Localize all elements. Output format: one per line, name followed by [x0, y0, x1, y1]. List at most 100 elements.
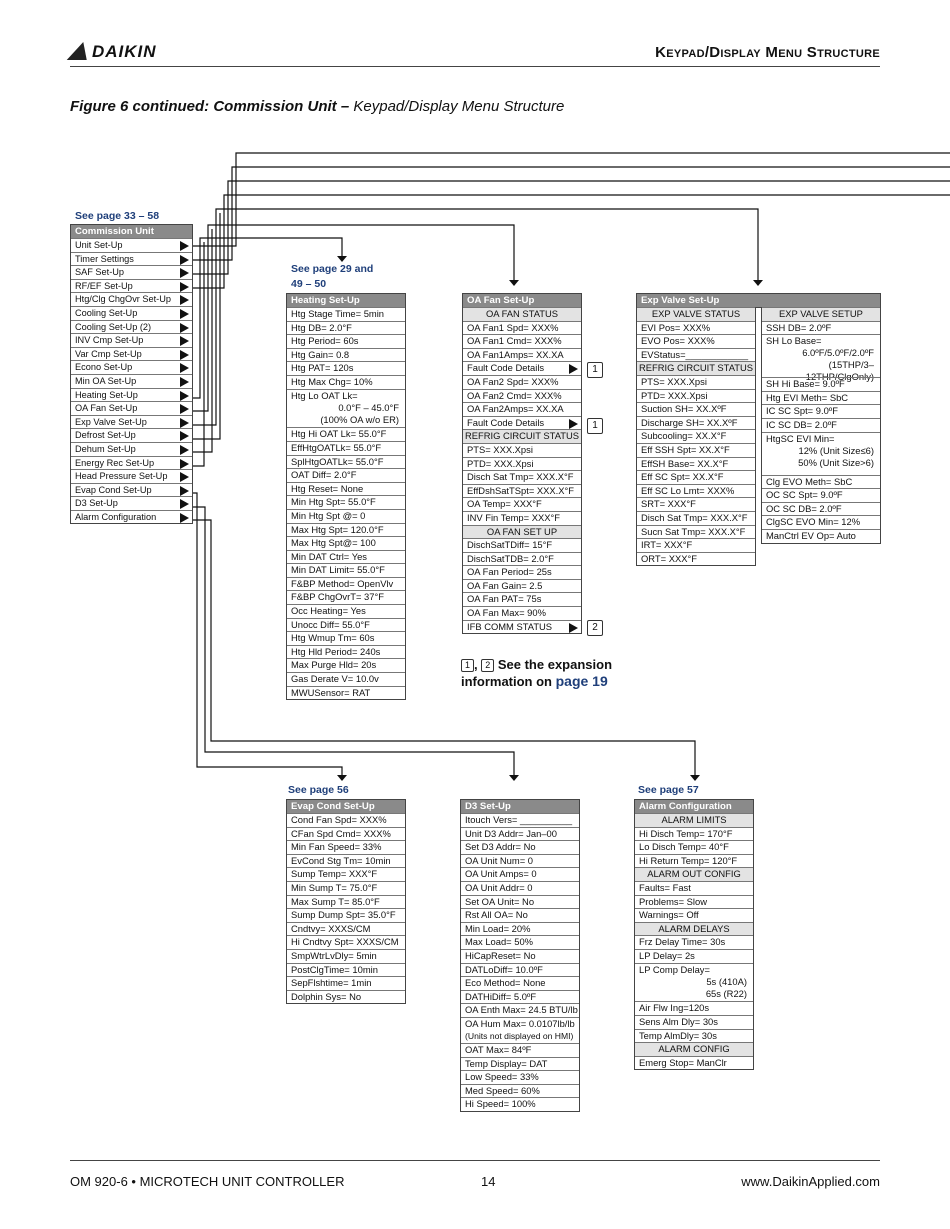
exp-valve-setup-row[interactable]: OC SC Spt= 9.0ºF [762, 488, 880, 502]
exp-valve-setup-row[interactable]: Clg EVO Meth= SbC [762, 474, 880, 489]
commission-menu-item[interactable]: Evap Cond Set-Up [71, 482, 192, 497]
sh-lo-base-row[interactable]: SH Lo Base= 6.0ºF/5.0ºF/2.0ºF (15THP/3–1… [762, 334, 880, 382]
evap-cond-row[interactable]: Dolphin Sys= No [287, 989, 405, 1004]
exp-valve-refrig-row[interactable]: ORT= XXX°F [637, 551, 755, 566]
alarm-out-row[interactable]: Faults= Fast [635, 880, 753, 895]
exp-valve-refrig-row[interactable]: IRT= XXX°F [637, 538, 755, 552]
oa-fan-refrig-row[interactable]: INV Fin Temp= XXX°F [463, 510, 581, 525]
htgsc-evi-min-row[interactable]: HtgSC EVI Min= 12% (Unit Size≤6) 50% (Un… [762, 431, 880, 475]
heating-setting-row[interactable]: Min DAT Ctrl= Yes [287, 549, 405, 564]
oa-fan-status-row[interactable]: OA Fan1 Spd= XXX% [463, 320, 581, 335]
d3-setup-row[interactable]: Set OA Unit= No [461, 894, 579, 909]
heating-setting-row[interactable]: Unocc Diff= 55.0°F [287, 617, 405, 632]
commission-menu-item[interactable]: Timer Settings [71, 251, 192, 266]
exp-valve-setup-row[interactable]: ManCtrl EV Op= Auto [762, 528, 880, 543]
exp-valve-refrig-row[interactable]: Sucn Sat Tmp= XXX.X°F [637, 524, 755, 539]
evap-cond-row[interactable]: Sump Dump Spt= 35.0°F [287, 908, 405, 922]
heating-setting-row[interactable]: Max Htg Spt= 120.0°F [287, 522, 405, 537]
heating-setting-row[interactable]: Htg Stage Time= 5min [287, 307, 405, 321]
oa-fan-refrig-row[interactable]: PTD= XXX.Xpsi [463, 456, 581, 471]
exp-valve-refrig-row[interactable]: Suction SH= XX.XºF [637, 402, 755, 416]
oa-fan-refrig-row[interactable]: Disch Sat Tmp= XXX.X°F [463, 470, 581, 484]
heating-setting-row[interactable]: Htg PAT= 120s [287, 361, 405, 375]
exp-valve-status-row[interactable]: EVI Pos= XXX% [637, 320, 755, 335]
alarm-delay-row[interactable]: Temp AlmDly= 30s [635, 1028, 753, 1043]
exp-valve-refrig-row[interactable]: Eff SSH Spt= XX.X°F [637, 442, 755, 457]
heating-setting-row[interactable]: Htg Wmup Tm= 60s [287, 631, 405, 645]
exp-valve-setup-row[interactable]: IC SC DB= 2.0ºF [762, 417, 880, 432]
exp-valve-setup-row[interactable]: Htg EVI Meth= SbC [762, 390, 880, 405]
oa-fan-status-row[interactable]: OA Fan2 Spd= XXX% [463, 374, 581, 389]
exp-valve-status-row[interactable]: EVO Pos= XXX% [637, 334, 755, 348]
d3-setup-row[interactable]: Max Load= 50% [461, 935, 579, 949]
expansion-note-page-link[interactable]: page 19 [555, 673, 608, 689]
exp-valve-setup-row[interactable]: ClgSC EVO Min= 12% [762, 515, 880, 529]
d3-setup-row[interactable]: DATLoDiff= 10.0ºF [461, 962, 579, 977]
commission-menu-item[interactable]: OA Fan Set-Up [71, 401, 192, 415]
commission-menu-item[interactable]: D3 Set-Up [71, 496, 192, 510]
d3-setup-row[interactable]: Med Speed= 60% [461, 1083, 579, 1098]
commission-menu-item[interactable]: Cooling Set-Up [71, 305, 192, 320]
commission-menu-item[interactable]: Econo Set-Up [71, 360, 192, 374]
d3-setup-row[interactable]: Eco Method= None [461, 976, 579, 990]
ifb-comm-status-row[interactable]: IFB COMM STATUS [463, 619, 581, 634]
alarm-delay-row[interactable]: Sens Alm Dly= 30s [635, 1014, 753, 1029]
exp-valve-refrig-row[interactable]: Eff SC Lo Lmt= XXX% [637, 483, 755, 498]
heating-setting-row[interactable]: Max Htg Spt@= 100 [287, 536, 405, 550]
heating-setting-row[interactable]: Max Purge Hld= 20s [287, 658, 405, 672]
evap-cond-row[interactable]: CFan Spd Cmd= XXX% [287, 826, 405, 841]
heating-setting-row[interactable]: Htg Hi OAT Lk= 55.0°F [287, 427, 405, 441]
alarm-limit-row[interactable]: Hi Return Temp= 120°F [635, 853, 753, 868]
exp-valve-refrig-row[interactable]: SRT= XXX°F [637, 497, 755, 511]
d3-setup-row[interactable]: OA Unit Addr= 0 [461, 880, 579, 895]
alarm-delay-row[interactable]: Frz Delay Time= 30s [635, 935, 753, 949]
commission-menu-item[interactable]: Alarm Configuration [71, 509, 192, 524]
exp-valve-refrig-row[interactable]: PTS= XXX.Xpsi [637, 374, 755, 389]
commission-menu-item[interactable]: SAF Set-Up [71, 265, 192, 279]
commission-menu-item[interactable]: Defrost Set-Up [71, 428, 192, 442]
heating-setting-row[interactable]: Htg Period= 60s [287, 334, 405, 348]
alarm-out-row[interactable]: Warnings= Off [635, 908, 753, 922]
commission-menu-item[interactable]: Htg/Clg ChgOvr Set-Up [71, 292, 192, 306]
heating-lo-oat-row[interactable]: Htg Lo OAT Lk= 0.0°F – 45.0°F (100% OA w… [287, 388, 405, 428]
oa-fan-status-row[interactable]: OA Fan1Amps= XX.XA [463, 347, 581, 362]
d3-setup-row[interactable]: OA Unit Amps= 0 [461, 867, 579, 881]
heating-setting-row[interactable]: OAT Diff= 2.0°F [287, 468, 405, 482]
d3-setup-row[interactable]: HiCapReset= No [461, 948, 579, 963]
oa-fan-status-row[interactable]: OA Fan2Amps= XX.XA [463, 402, 581, 416]
evap-cond-row[interactable]: Sump Temp= XXX°F [287, 867, 405, 881]
d3-setup-row[interactable]: OA Enth Max= 24.5 BTU/lb [461, 1003, 579, 1017]
fault-code-details-row-2[interactable]: Fault Code Details [463, 415, 581, 430]
heating-setting-row[interactable]: F&BP Method= OpenVlv [287, 576, 405, 591]
heating-setting-row[interactable]: SplHtgOATLk= 55.0°F [287, 454, 405, 469]
exp-valve-refrig-row[interactable]: Disch Sat Tmp= XXX.X°F [637, 510, 755, 525]
commission-menu-item[interactable]: Head Pressure Set-Up [71, 469, 192, 483]
exp-valve-setup-row[interactable]: OC SC DB= 2.0ºF [762, 501, 880, 516]
d3-setup-row[interactable]: DATHiDiff= 5.0ºF [461, 989, 579, 1004]
fault-code-details-row-1[interactable]: Fault Code Details [463, 361, 581, 375]
commission-menu-item[interactable]: Cooling Set-Up (2) [71, 319, 192, 334]
heating-setting-row[interactable]: Min Htg Spt= 55.0°F [287, 495, 405, 509]
oa-hum-max-row[interactable]: OA Hum Max= 0.0107lb/lb (Units not displ… [461, 1016, 579, 1043]
d3-setup-row[interactable]: OA Unit Num= 0 [461, 853, 579, 868]
heating-setting-row[interactable]: Occ Heating= Yes [287, 604, 405, 618]
heating-setting-row[interactable]: Htg Max Chg= 10% [287, 374, 405, 389]
exp-valve-setup-row[interactable]: IC SC Spt= 9.0ºF [762, 404, 880, 418]
evap-cond-row[interactable]: Cndtvy= XXXS/CM [287, 921, 405, 936]
d3-setup-row[interactable]: Hi Speed= 100% [461, 1097, 579, 1111]
exp-valve-refrig-row[interactable]: PTD= XXX.Xpsi [637, 388, 755, 403]
lp-comp-delay-row[interactable]: LP Comp Delay= 5s (410A) 65s (R22) [635, 962, 753, 1002]
evap-cond-row[interactable]: Min Sump T= 75.0°F [287, 880, 405, 895]
heating-setting-row[interactable]: Min Htg Spt @= 0 [287, 508, 405, 523]
d3-setup-row[interactable]: Itouch Vers= __________ [461, 813, 579, 827]
commission-menu-item[interactable]: Heating Set-Up [71, 387, 192, 402]
footer-website[interactable]: www.DaikinApplied.com [741, 1174, 880, 1189]
oa-fan-status-row[interactable]: OA Fan1 Cmd= XXX% [463, 334, 581, 348]
commission-menu-item[interactable]: RF/EF Set-Up [71, 278, 192, 293]
oa-fan-setup-row[interactable]: DischSatTDB= 2.0°F [463, 551, 581, 566]
d3-setup-row[interactable]: Min Load= 20% [461, 921, 579, 936]
oa-fan-refrig-row[interactable]: OA Temp= XXX°F [463, 497, 581, 511]
heating-setting-row[interactable]: Htg DB= 2.0°F [287, 320, 405, 335]
evap-cond-row[interactable]: EvCond Stg Tm= 10min [287, 853, 405, 868]
oa-fan-refrig-row[interactable]: EffDshSatTSpt= XXX.X°F [463, 483, 581, 498]
